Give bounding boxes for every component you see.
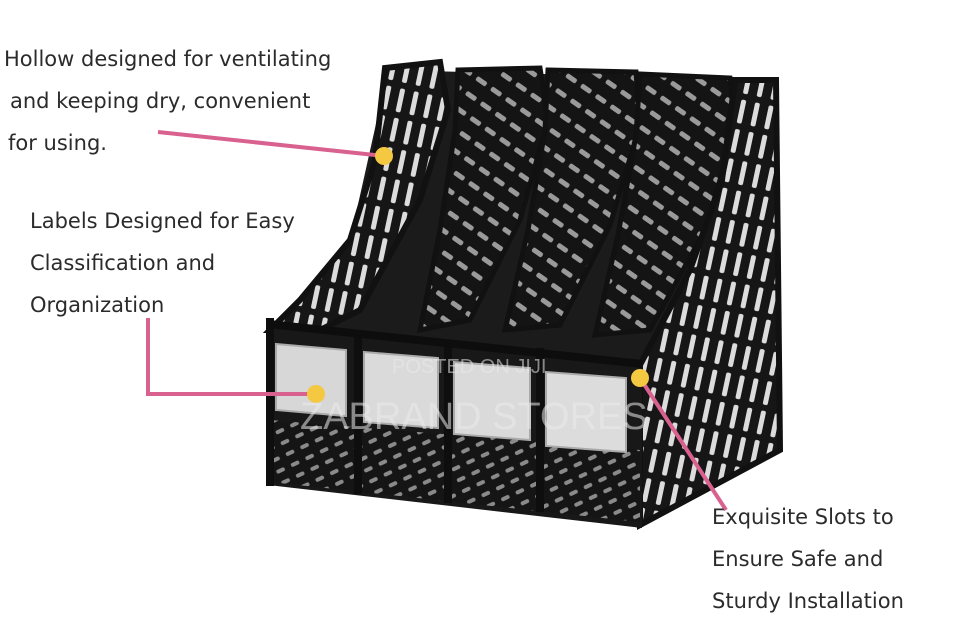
watermark-store-name: ZABRAND STORES bbox=[300, 396, 648, 438]
labels-callout: Labels Designed for Easy Classification … bbox=[30, 200, 295, 326]
divider-1 bbox=[416, 65, 551, 334]
callout-line: Sturdy Installation bbox=[712, 589, 904, 613]
callout-line: Classification and bbox=[30, 251, 216, 275]
label-holder-2 bbox=[363, 350, 439, 430]
label-holders bbox=[275, 342, 627, 454]
callout-line: Exquisite Slots to bbox=[712, 505, 894, 529]
callout-line: and keeping dry, convenient bbox=[10, 89, 311, 113]
label-holder-4 bbox=[545, 370, 627, 454]
callout-line: Organization bbox=[30, 293, 165, 317]
callout-slots-pointer bbox=[631, 369, 728, 512]
callout-line: Hollow designed for ventilating bbox=[4, 47, 332, 71]
watermark-posted-on: POSTED ON JIJI bbox=[392, 356, 547, 378]
label-holder-3 bbox=[453, 360, 531, 442]
callout-line: Ensure Safe and bbox=[712, 547, 884, 571]
left-side-panel bbox=[270, 62, 448, 330]
callout-ventilation-pointer bbox=[157, 130, 393, 165]
callout-line: Labels Designed for Easy bbox=[30, 209, 295, 233]
slots-callout: Exquisite Slots to Ensure Safe and Sturd… bbox=[712, 496, 904, 622]
callout-labels-pointer bbox=[146, 318, 325, 403]
callout-line: for using. bbox=[8, 131, 107, 155]
label-holder-1 bbox=[275, 342, 347, 418]
ventilation-callout: Hollow designed for ventilating and keep… bbox=[4, 38, 331, 164]
